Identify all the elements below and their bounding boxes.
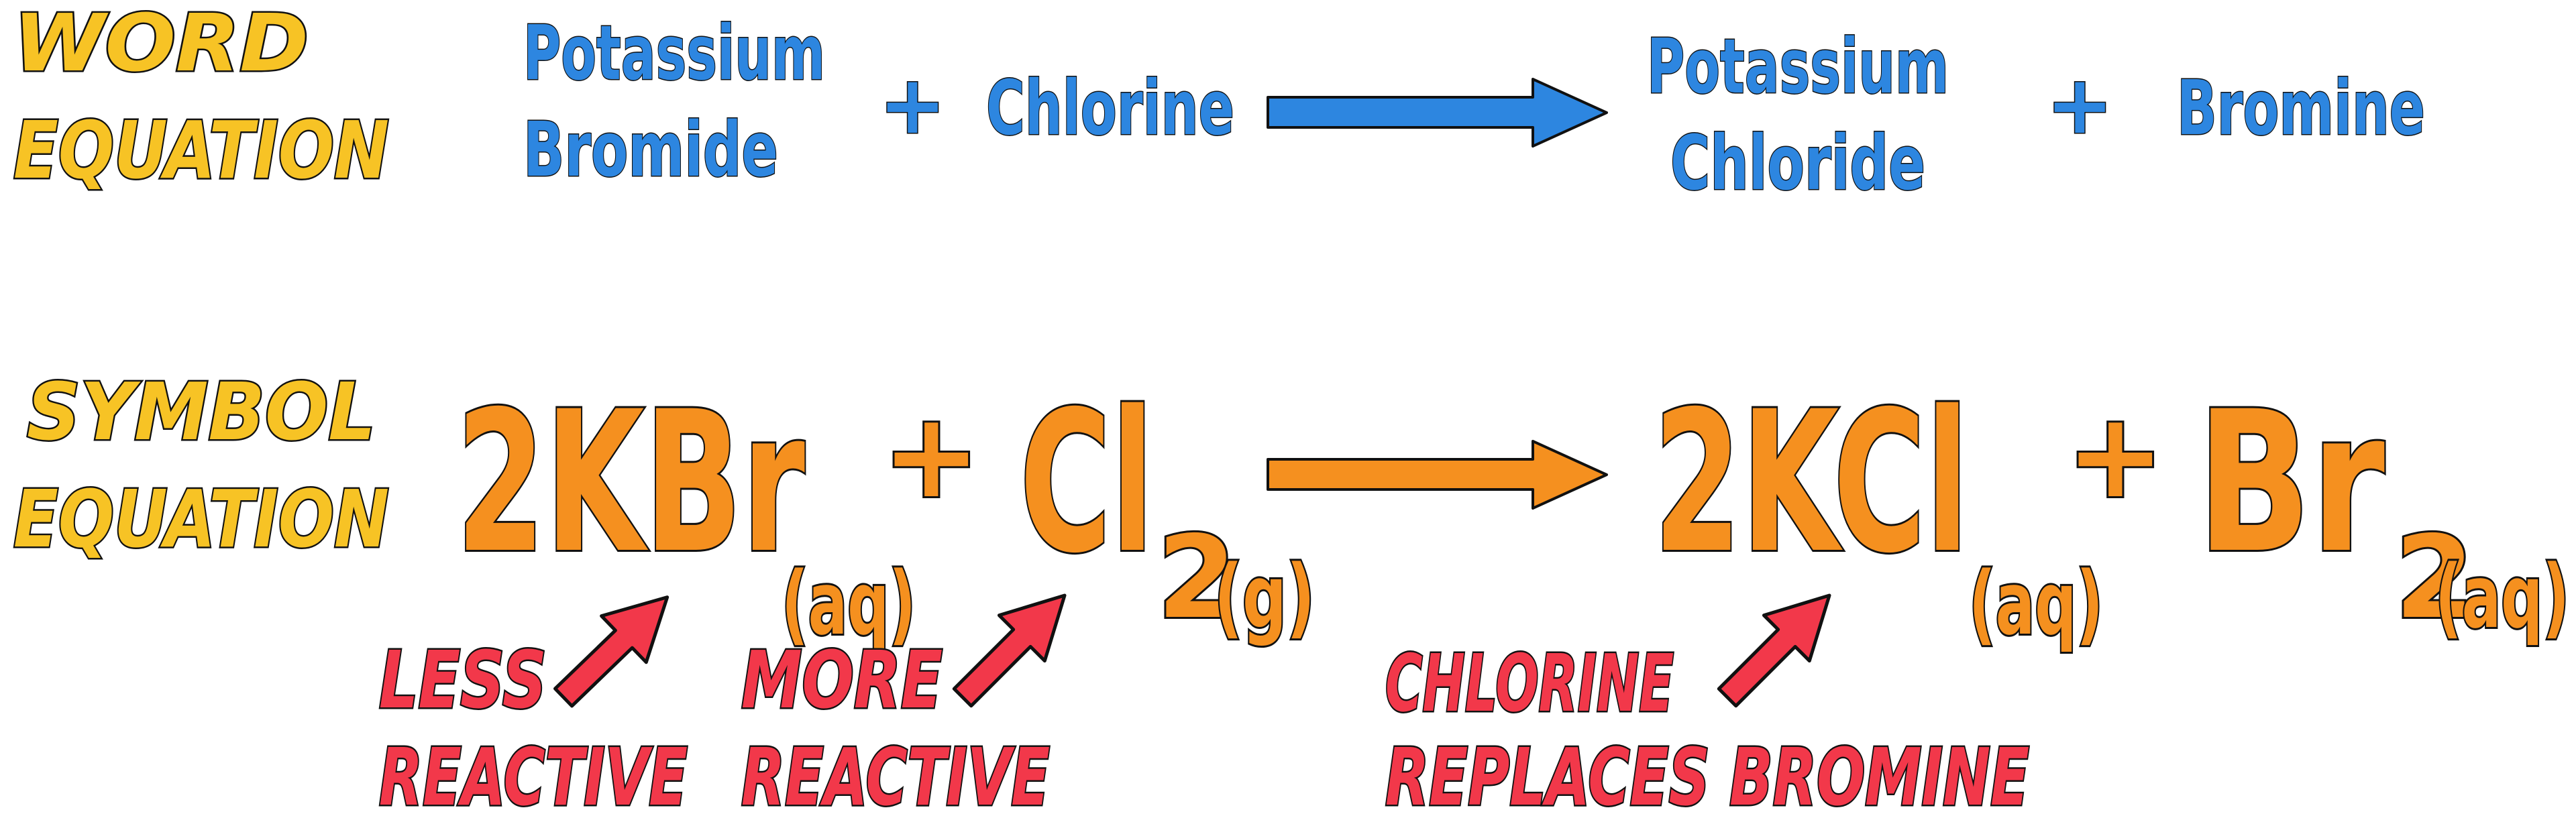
symbol-equation: 2KBr (aq) + Cl 2 (g) 2KCl (aq) + Br 2 (a… <box>454 368 2571 656</box>
word-reactant2: Chlorine <box>986 65 1234 152</box>
sym-product2-sub: 2 <box>2395 512 2474 644</box>
symbol-label-line2: EQUATION <box>13 473 389 565</box>
word-label-line1: WORD <box>13 0 309 89</box>
sym-reactant2-state: (g) <box>1214 546 1315 648</box>
symbol-label-line1: SYMBOL <box>27 365 376 458</box>
sym-plus2: + <box>2066 388 2165 524</box>
replace-line2: REPLACES BROMINE <box>1385 731 2029 814</box>
word-product2: Bromine <box>2177 65 2425 152</box>
annotation-more-reactive: MORE REACTIVE <box>740 632 1052 814</box>
sym-reactant1-state: (aq) <box>782 553 916 654</box>
word-equation-label: WORD EQUATION <box>12 0 391 198</box>
less-line2: REACTIVE <box>379 731 688 814</box>
sym-plus1: + <box>882 388 981 524</box>
word-product1-line1: Potassium <box>1647 23 1949 111</box>
annotation-less-reactive: LESS REACTIVE <box>378 632 690 814</box>
more-line1: MORE <box>741 634 943 726</box>
chlorine-replaces-arrow-icon <box>1717 593 1831 708</box>
word-arrow-icon <box>1267 78 1608 148</box>
more-line2: REACTIVE <box>741 731 1050 814</box>
sym-product2: Br <box>2197 370 2386 596</box>
symbol-equation-label: SYMBOL EQUATION <box>12 364 391 567</box>
sym-product2-state: (aq) <box>2435 546 2569 648</box>
word-reactant1-line1: Potassium <box>523 10 825 97</box>
sym-product1-state: (aq) <box>1969 553 2103 654</box>
sym-reactant2-sub: 2 <box>1157 512 1236 644</box>
word-plus1: + <box>879 59 947 152</box>
less-line1: LESS <box>379 634 547 726</box>
sym-reactant2: Cl <box>1020 370 1154 596</box>
sym-product1: 2KCl <box>1654 370 1969 596</box>
symbol-arrow-icon <box>1267 440 1608 510</box>
sym-reactant1: 2KBr <box>456 370 806 596</box>
less-reactive-arrow-icon <box>553 595 669 708</box>
word-product1-line2: Chloride <box>1670 120 1925 207</box>
replace-line1: CHLORINE <box>1385 637 1674 730</box>
word-label-line2: EQUATION <box>13 104 389 196</box>
word-reactant1-line2: Bromide <box>523 107 778 194</box>
annotation-chlorine-replaces: CHLORINE REPLACES BROMINE <box>1384 636 2031 814</box>
word-equation: Potassium Bromide + Chlorine Potassium C… <box>523 9 2426 209</box>
more-reactive-arrow-icon <box>952 593 1067 708</box>
word-plus2: + <box>2046 59 2114 152</box>
